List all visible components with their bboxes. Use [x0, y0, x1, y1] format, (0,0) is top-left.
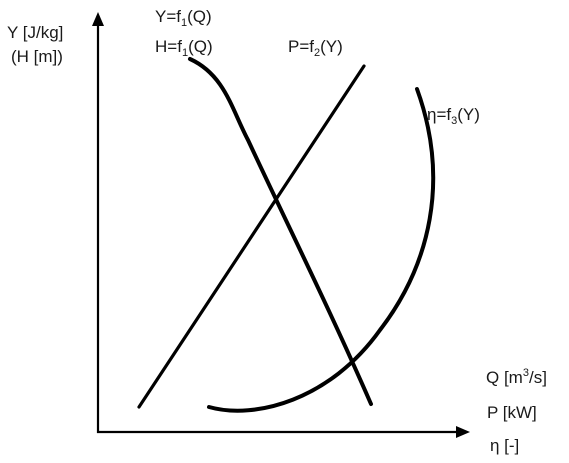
curve-label-power-main: P=f: [288, 37, 314, 56]
curve-label-efficiency-main: η=f: [427, 105, 451, 124]
x-axis-label-flow-main: Q [m: [486, 368, 523, 387]
x-axis-label-efficiency: η [-]: [490, 436, 519, 455]
curve-label-hq-main: H=f: [155, 37, 182, 56]
curve-label-yq-main: Y=f: [155, 7, 181, 26]
y-axis-arrowhead: [92, 12, 104, 26]
curve-label-yq-sub: 1: [181, 17, 187, 29]
curves: [137, 57, 436, 413]
y-axis-label-quantity: Y [J/kg]: [7, 23, 63, 42]
x-axis-label-flow-sup: 3: [523, 367, 529, 379]
curve-label-power-end: (Y): [320, 37, 343, 56]
efficiency-curve: [207, 87, 436, 413]
x-axis-arrowhead: [456, 426, 470, 438]
y-axis-label-alternate: (H [m]): [11, 47, 63, 66]
curve-label-efficiency-end: (Y): [457, 105, 480, 124]
curve-label-hq: H=f1(Q): [155, 37, 213, 59]
curve-label-hq-end: (Q): [188, 37, 213, 56]
axes: [92, 12, 470, 438]
curve-label-power: P=f2(Y): [288, 37, 343, 59]
x-axis-label-flow: Q [m3/s]: [486, 367, 547, 387]
curve-label-yq-end: (Q): [187, 7, 212, 26]
head-flow-curve: [188, 57, 373, 406]
curve-label-efficiency: η=f3(Y): [427, 105, 480, 127]
power-line: [137, 64, 366, 409]
curve-label-power-sub: 2: [314, 47, 320, 59]
x-axis-label-flow-end: /s]: [529, 368, 547, 387]
curve-label-hq-sub: 1: [182, 47, 188, 59]
x-axis-label-power: P [kW]: [487, 403, 537, 422]
curve-label-efficiency-sub: 3: [451, 115, 457, 127]
curve-label-yq: Y=f1(Q): [155, 7, 212, 29]
